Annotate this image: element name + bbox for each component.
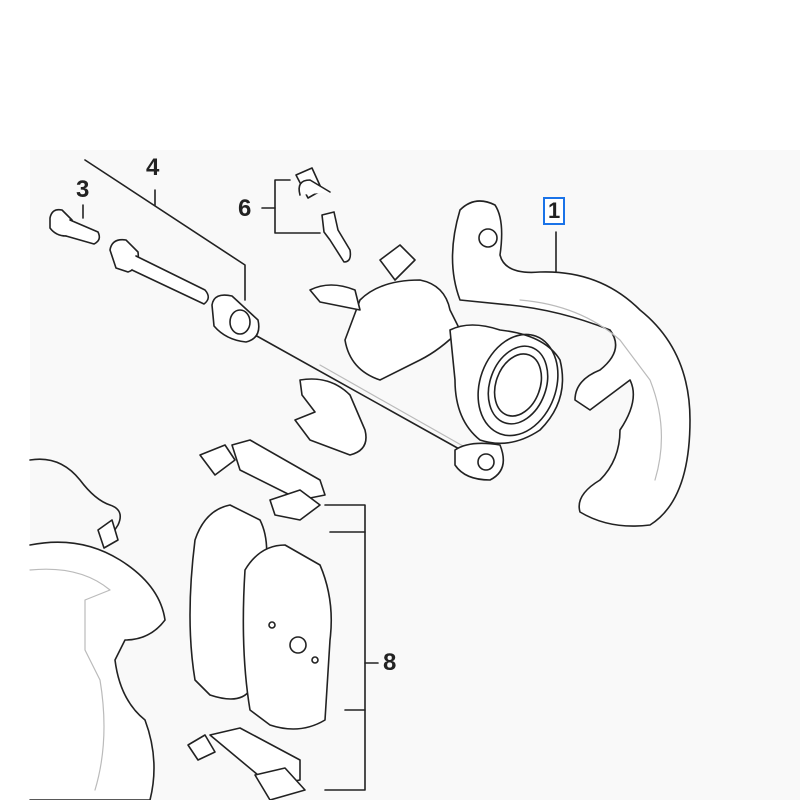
axis-line-2 bbox=[319, 364, 471, 451]
bolt-part-3 bbox=[49, 208, 101, 245]
callout-part-1-selected[interactable]: 1 bbox=[543, 197, 566, 225]
callout-part-4[interactable]: 4 bbox=[146, 154, 160, 181]
anti-rattle-clips-top bbox=[199, 439, 326, 521]
brake-pads-part-8 bbox=[189, 504, 333, 730]
guide-bolt-part-4 bbox=[109, 238, 260, 343]
leader-part-8 bbox=[324, 504, 366, 791]
callout-part-6[interactable]: 6 bbox=[238, 195, 252, 222]
bleeder-valve-part-6 bbox=[295, 167, 352, 263]
caliper-housing-part-1 bbox=[294, 200, 691, 527]
wear-sensor-and-carrier bbox=[29, 458, 166, 800]
anti-rattle-clips-bottom bbox=[187, 727, 306, 800]
callout-part-8[interactable]: 8 bbox=[383, 649, 397, 676]
leader-part-4 bbox=[84, 159, 246, 301]
leader-part-6 bbox=[261, 179, 291, 209]
leader-part-6b bbox=[274, 207, 321, 234]
callout-part-3[interactable]: 3 bbox=[76, 176, 90, 203]
leader-lines bbox=[82, 159, 557, 791]
axis-line bbox=[254, 334, 471, 456]
